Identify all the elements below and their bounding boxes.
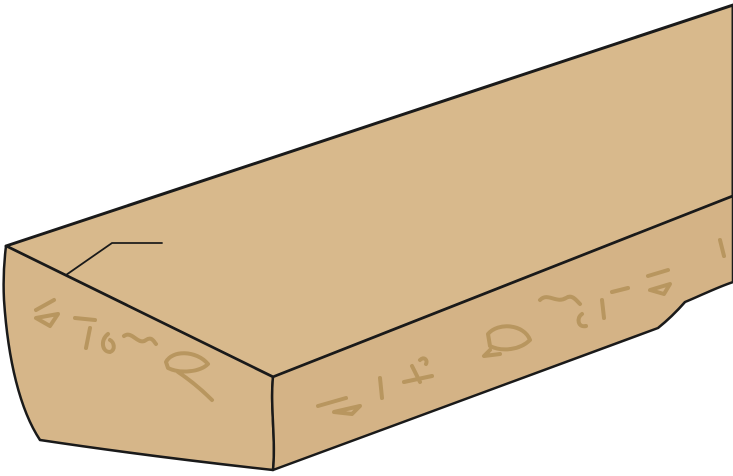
- glyph-loop: [101, 332, 116, 354]
- glyph-wave: [538, 294, 582, 306]
- glyph-vulture: [482, 324, 532, 358]
- glyph-loop: [576, 312, 588, 329]
- crack-mark: [65, 242, 163, 276]
- front-face-inscription: [316, 238, 726, 416]
- glyph-seated-figure: [402, 356, 434, 384]
- glyph-reed-triangle: [316, 396, 362, 416]
- glyph-dash: [73, 316, 97, 322]
- glyph-staff: [600, 298, 606, 320]
- glyph-staff: [84, 326, 92, 350]
- glyph-dash: [610, 286, 630, 294]
- glyph-staff: [718, 238, 726, 258]
- glyph-wave: [122, 332, 158, 346]
- end-face-inscription: [34, 298, 214, 402]
- block-front-face: [270, 194, 733, 472]
- glyph-vulture: [164, 351, 214, 402]
- glyph-reed-triangle: [34, 298, 60, 328]
- glyph-reed-triangle: [646, 268, 672, 296]
- glyph-staff: [378, 376, 384, 400]
